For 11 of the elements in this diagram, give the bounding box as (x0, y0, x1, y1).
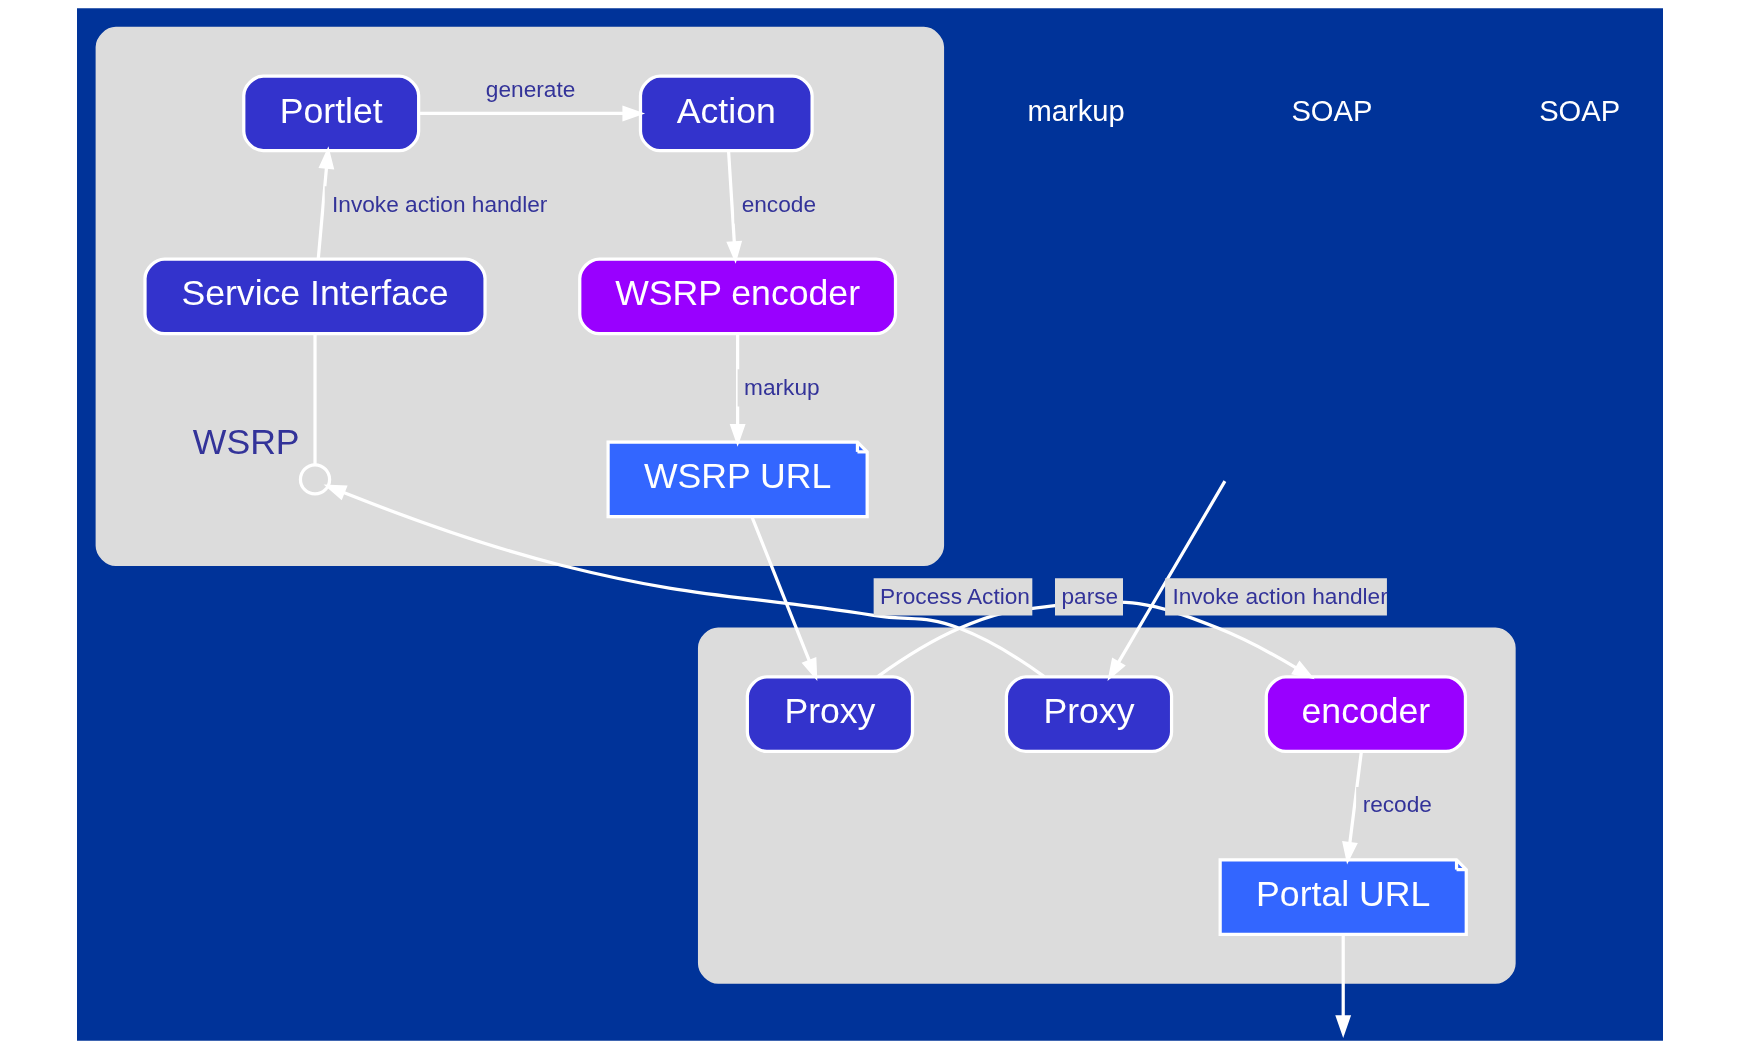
edge-label: recode (1362, 791, 1432, 818)
label: markup (1026, 94, 1125, 127)
label: SOAP (1538, 94, 1620, 127)
edge-label: encode (741, 190, 816, 217)
edge-label: markup (743, 373, 820, 400)
edge-label: Process Action (879, 582, 1030, 609)
edge-label: generate (485, 75, 575, 102)
label: SOAP (1290, 94, 1372, 127)
node-label: WSRP (192, 422, 300, 463)
edge-label: parse (1060, 582, 1118, 609)
edge-label: Invoke action handler (331, 190, 547, 217)
